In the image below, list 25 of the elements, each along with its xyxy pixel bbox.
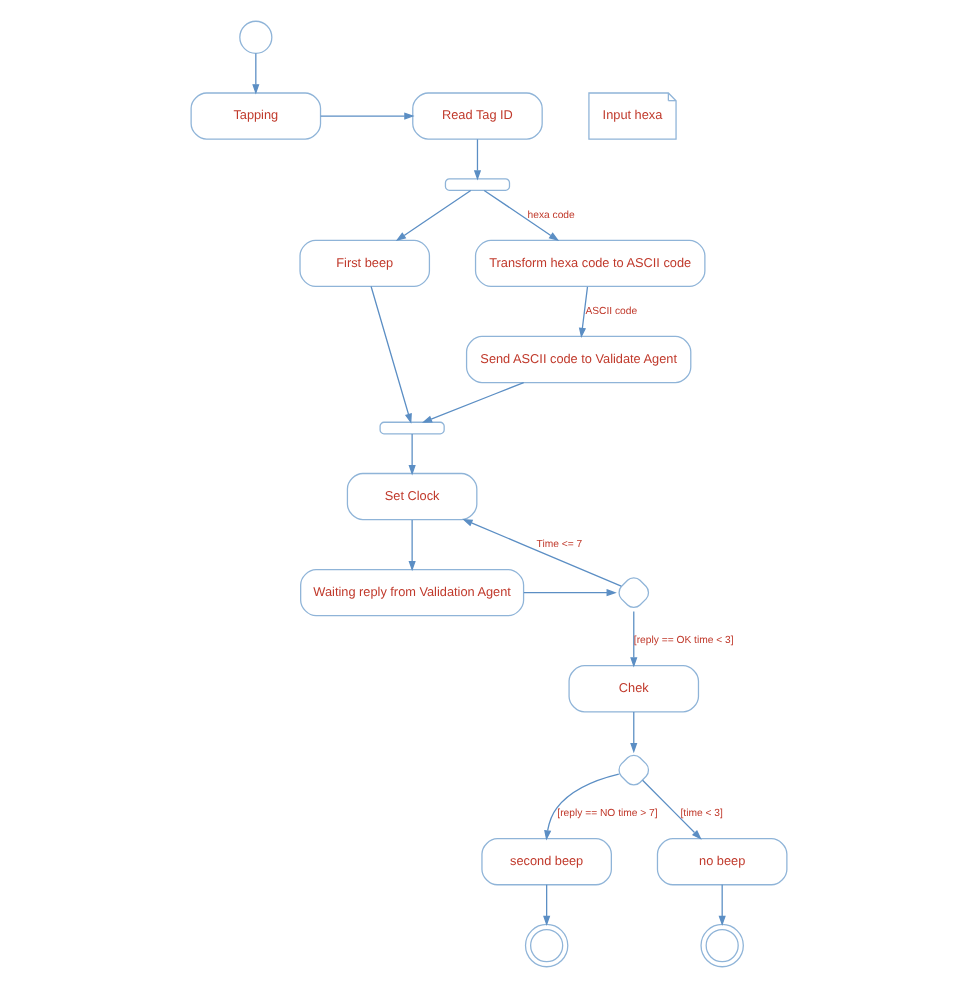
arrow [319,112,414,120]
arrow [394,189,471,242]
arrow [543,773,619,841]
arrow [629,711,637,754]
node-circle [238,20,272,54]
arrow [482,189,559,242]
node-circle [523,923,568,968]
node-diamond [617,754,649,786]
arrow [717,884,725,927]
node-diamond [617,577,649,608]
arrow [629,610,637,668]
arrow [369,285,411,424]
arrow [542,884,550,927]
node-bar [443,178,510,191]
arrow [472,138,481,181]
arrow [251,52,259,95]
arrow [407,433,415,476]
arrow [577,286,588,339]
arrow [522,589,616,597]
arrow [640,779,701,840]
arrow [407,519,415,572]
node-circle [699,923,743,968]
arrow [420,381,524,423]
arrow [461,519,621,587]
node-bar [378,421,444,435]
